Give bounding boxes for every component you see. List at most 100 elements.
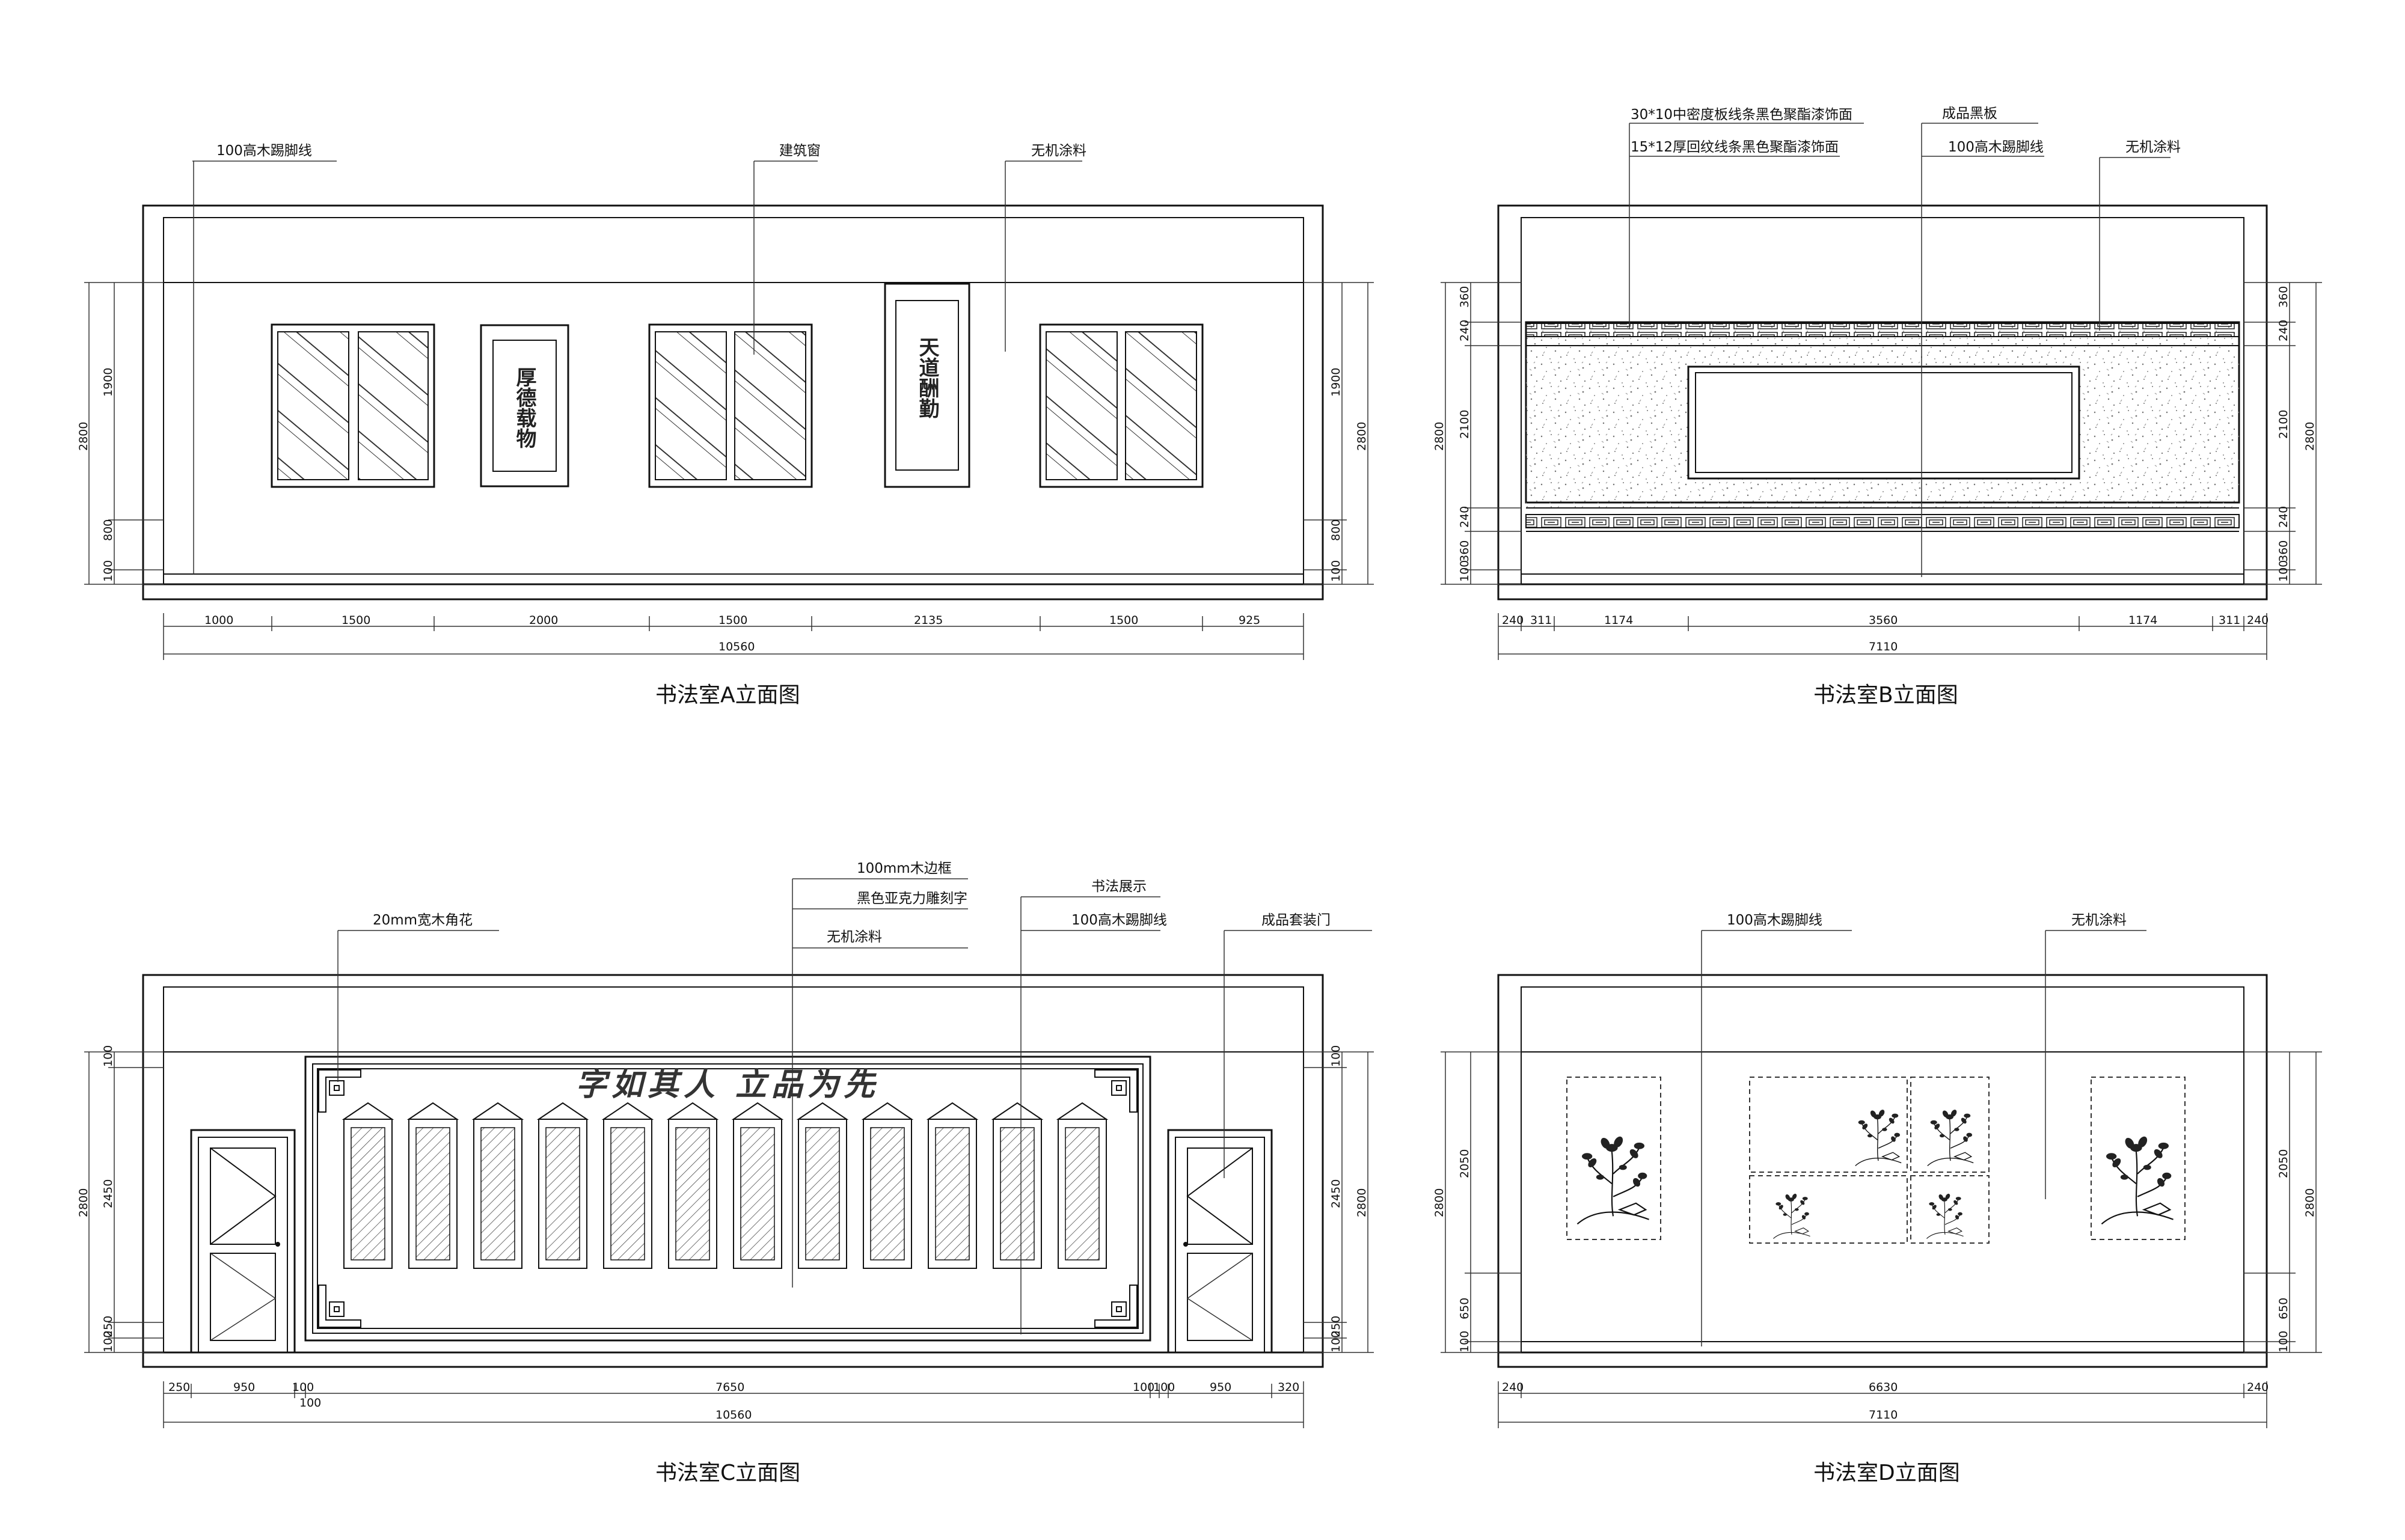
svg-text:100: 100	[1153, 1381, 1175, 1394]
svg-text:1500: 1500	[718, 614, 747, 627]
svg-text:1500: 1500	[342, 614, 370, 627]
svg-text:2800: 2800	[1433, 422, 1446, 451]
callout-c-acrylic: 黑色亚克力雕刻字	[792, 891, 968, 909]
painting-right	[2091, 1077, 2186, 1240]
callout-c-corner: 20mm宽木角花	[337, 912, 499, 1082]
callout-d-skirting: 100高木踢脚线	[1701, 912, 1852, 1346]
svg-text:2800: 2800	[77, 1188, 90, 1217]
svg-text:311: 311	[2219, 614, 2240, 627]
painting-left	[1566, 1077, 1661, 1240]
svg-text:950: 950	[233, 1381, 255, 1394]
dims-c-bottom: 250 950 100 100 7650 100 100 950 320 105…	[163, 1381, 1304, 1428]
svg-text:1900: 1900	[1329, 368, 1343, 397]
svg-text:320: 320	[1278, 1381, 1299, 1394]
label-b-mdf: 30*10中密度板线条黑色聚酯漆饰面	[1631, 107, 1852, 123]
svg-text:240: 240	[1502, 1381, 1524, 1394]
display-panel	[796, 1102, 849, 1269]
elevation-a: 厚德载物 天道酬勤 100高木踢脚线 建筑窗	[77, 143, 1374, 707]
svg-text:2050: 2050	[1458, 1149, 1471, 1178]
scroll-2: 天道酬勤	[884, 283, 970, 488]
callout-c-paint: 无机涂料	[792, 929, 968, 949]
svg-text:7650: 7650	[715, 1381, 744, 1394]
elevation-d: 100高木踢脚线 无机涂料 2800 2050 650 100 205	[1433, 912, 2322, 1485]
total-d: 7110	[1869, 1408, 1898, 1422]
svg-text:360: 360	[2277, 540, 2290, 562]
corner-flower-tr	[1094, 1069, 1138, 1113]
svg-text:250: 250	[168, 1381, 190, 1394]
label-d-skirting: 100高木踢脚线	[1727, 912, 1822, 928]
label-a-paint: 无机涂料	[1031, 143, 1086, 159]
display-panel	[861, 1102, 914, 1269]
corner-flower-bl	[318, 1285, 361, 1328]
svg-text:800: 800	[1329, 519, 1343, 541]
svg-text:2100: 2100	[2277, 410, 2290, 439]
label-c-door: 成品套装门	[1261, 912, 1331, 928]
dims-b-right: 360 240 2100 240 360 100 2800	[2244, 282, 2322, 585]
svg-text:100: 100	[292, 1381, 314, 1394]
title-a: 书法室A立面图	[655, 683, 800, 707]
svg-text:1174: 1174	[2128, 614, 2157, 627]
callout-b-paint: 无机涂料	[2099, 139, 2181, 331]
painting-group-center	[1749, 1077, 1990, 1244]
slogan-text: 字如其人 立品为先	[575, 1067, 880, 1103]
svg-text:240: 240	[2277, 320, 2290, 341]
svg-text:360: 360	[1458, 540, 1471, 562]
label-c-acrylic: 黑色亚克力雕刻字	[857, 891, 967, 906]
svg-text:2135: 2135	[914, 614, 943, 627]
callout-b-fret: 15*12厚回纹线条黑色聚酯漆饰面	[1629, 139, 1840, 157]
dims-a-left: 2800 1900 800 100	[77, 282, 164, 585]
svg-text:240: 240	[1458, 506, 1471, 528]
door-right	[1167, 1129, 1273, 1354]
total-b: 7110	[1869, 640, 1898, 653]
display-panel	[666, 1102, 719, 1269]
window-1	[271, 323, 435, 488]
svg-text:2800: 2800	[1355, 1188, 1368, 1217]
display-panel	[1056, 1102, 1109, 1269]
dims-d-left: 2800 2050 650 100	[1433, 1051, 1521, 1353]
svg-text:240: 240	[2277, 506, 2290, 528]
svg-text:6630: 6630	[1869, 1381, 1898, 1394]
svg-text:925: 925	[1239, 614, 1260, 627]
svg-text:100: 100	[102, 1045, 115, 1067]
callout-c-door: 成品套装门	[1224, 912, 1372, 1178]
display-panel	[342, 1102, 394, 1269]
label-c-corner: 20mm宽木角花	[373, 912, 473, 928]
dims-d-bottom: 240 6630 240 7110	[1498, 1381, 2269, 1428]
corner-flower-tl	[318, 1069, 361, 1113]
svg-text:2050: 2050	[2277, 1149, 2290, 1178]
fret-band-top	[1525, 323, 2240, 337]
svg-text:2800: 2800	[2303, 422, 2317, 451]
elevation-c: 字如其人 立品为先 100mm木边框 黑色亚克	[77, 861, 1374, 1485]
label-a-skirting: 100高木踢脚线	[216, 143, 312, 159]
title-d: 书法室D立面图	[1813, 1461, 1960, 1485]
callout-a-paint: 无机涂料	[1005, 143, 1086, 352]
callout-d-paint: 无机涂料	[2045, 912, 2146, 1199]
scroll-1: 厚德载物	[480, 324, 569, 487]
label-b-blackboard: 成品黑板	[1942, 106, 1997, 121]
total-c: 10560	[715, 1408, 752, 1422]
svg-text:2450: 2450	[1329, 1179, 1343, 1208]
total-a: 10560	[718, 640, 755, 653]
svg-text:100: 100	[299, 1396, 321, 1410]
window-2	[648, 323, 813, 488]
callout-a-window: 建筑窗	[753, 143, 821, 355]
svg-text:1000: 1000	[204, 614, 233, 627]
display-panel	[406, 1102, 459, 1269]
label-b-paint: 无机涂料	[2125, 139, 2181, 155]
svg-text:100: 100	[1329, 560, 1343, 582]
display-panel	[991, 1102, 1044, 1269]
label-a-window: 建筑窗	[779, 143, 821, 159]
callout-b-blackboard: 成品黑板	[1921, 106, 2038, 577]
label-d-paint: 无机涂料	[2071, 912, 2127, 928]
dims-c-left: 100 2800 2450 250 100	[77, 1045, 164, 1353]
svg-text:311: 311	[1530, 614, 1552, 627]
svg-text:100: 100	[102, 560, 115, 582]
svg-text:2800: 2800	[2303, 1188, 2317, 1217]
svg-text:2800: 2800	[1355, 422, 1368, 451]
svg-text:100: 100	[1329, 1331, 1343, 1352]
svg-text:1900: 1900	[102, 368, 115, 397]
window-3	[1039, 323, 1204, 488]
svg-text:240: 240	[2247, 1381, 2269, 1394]
svg-text:2800: 2800	[1433, 1188, 1446, 1217]
svg-text:100: 100	[2277, 560, 2290, 582]
